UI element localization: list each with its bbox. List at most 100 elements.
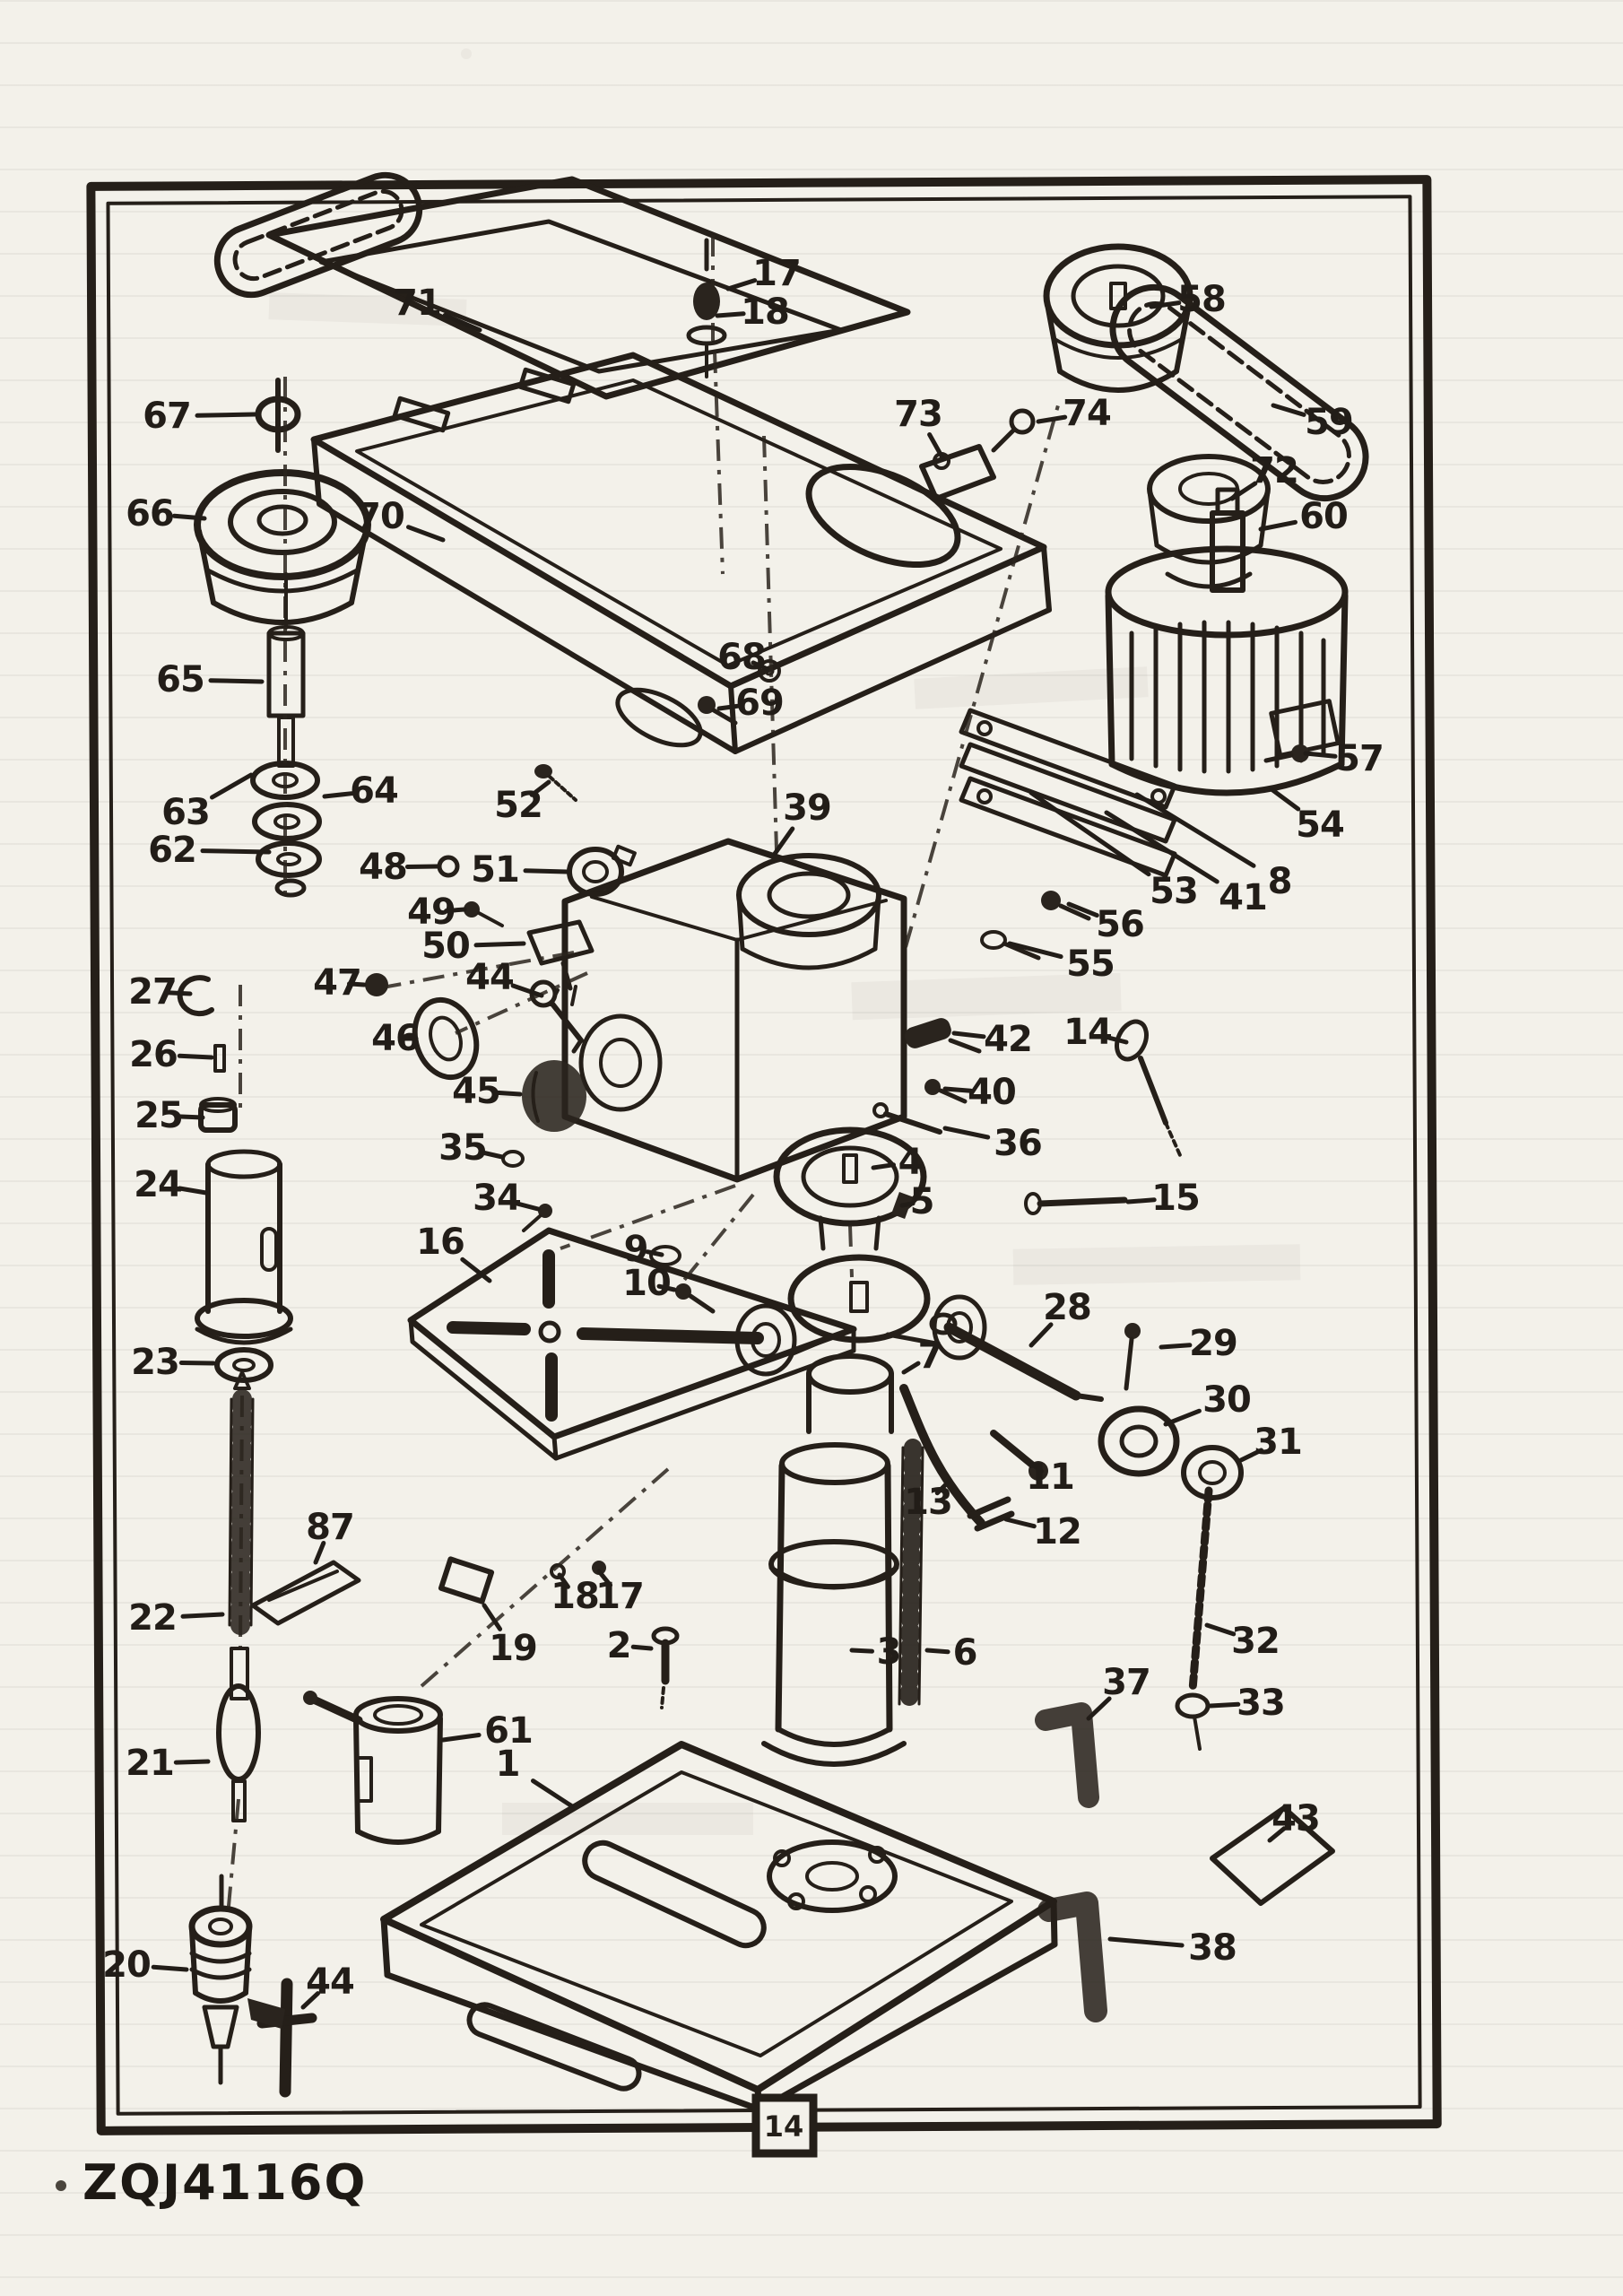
vbelt-right-drawing <box>1109 283 1369 502</box>
part-number-23: 23 <box>131 1342 179 1383</box>
callout-leader-1 <box>531 1779 575 1809</box>
nut-25-drawing <box>198 1097 238 1133</box>
callout-leader-28 <box>1028 1322 1054 1348</box>
part-number-37: 37 <box>1102 1662 1150 1703</box>
part-number-72: 72 <box>1250 450 1298 491</box>
scan-dot <box>56 2180 66 2191</box>
callout-leader-55 <box>1007 941 1063 960</box>
rack-6-drawing <box>898 1439 924 1713</box>
allen-key-38-drawing <box>1037 1892 1107 2022</box>
pinion-hub-7-drawing <box>734 1254 987 1434</box>
callout-leader-34 <box>513 1200 541 1212</box>
screw-49-drawing <box>464 901 504 927</box>
callout-leader-56 <box>1066 901 1099 918</box>
part-number-50: 50 <box>421 926 470 967</box>
part-number-69: 69 <box>735 683 784 724</box>
quill-sleeve-24-drawing <box>195 1149 293 1345</box>
callout-leader-21 <box>173 1759 211 1765</box>
link-28-drawing <box>929 1312 1104 1402</box>
part-number-68: 68 <box>717 637 766 678</box>
part-number-4: 4 <box>898 1142 923 1183</box>
mount-screws-55-56-drawing <box>980 891 1091 961</box>
callout-leader-62 <box>200 848 272 855</box>
callout-leader-13 <box>934 1479 951 1496</box>
gib-plate-19-drawing <box>438 1556 495 1605</box>
pin-42-drawing <box>905 1018 982 1054</box>
callout-leader-37 <box>1086 1696 1112 1721</box>
circlip-27-drawing <box>177 975 214 1017</box>
callout-leader-4 <box>871 1162 896 1170</box>
callout-leader-35 <box>478 1150 505 1160</box>
callout-leader-7 <box>901 1361 921 1375</box>
part-number-42: 42 <box>984 1019 1032 1060</box>
callout-leader-45 <box>493 1090 523 1097</box>
part-number-45: 45 <box>452 1071 500 1112</box>
part-number-20: 20 <box>102 1944 151 1986</box>
screw-52-drawing <box>534 764 577 802</box>
callout-leader-74 <box>1036 414 1068 424</box>
callout-leader-66 <box>171 513 207 521</box>
part-number-31: 31 <box>1254 1422 1302 1463</box>
assembly-axis-lines <box>226 235 1060 1917</box>
callout-leader-42 <box>951 1031 986 1039</box>
chuck-20-drawing <box>188 1874 253 2085</box>
part-number-8: 8 <box>1268 861 1292 902</box>
callout-leader-25 <box>176 1114 205 1120</box>
part-number-19: 19 <box>489 1628 537 1669</box>
part-number-33: 33 <box>1237 1683 1285 1724</box>
callout-leader-49 <box>444 907 467 914</box>
callout-leader-59 <box>1271 403 1306 417</box>
pin-14-drawing <box>1115 1019 1182 1157</box>
part-number-12: 12 <box>1033 1511 1081 1552</box>
part-number-46: 46 <box>371 1018 420 1059</box>
callout-leader-54 <box>1269 787 1301 812</box>
callout-leader-12 <box>1003 1517 1037 1529</box>
callout-leader-72 <box>1229 481 1258 501</box>
callout-leader-40 <box>942 1086 974 1093</box>
callout-leader-6 <box>924 1648 950 1655</box>
part-number-56: 56 <box>1096 904 1144 945</box>
ring-46-drawing <box>412 996 480 1081</box>
part-number-29: 29 <box>1189 1323 1237 1364</box>
part-number-53: 53 <box>1150 871 1198 912</box>
callout-leader-41 <box>1104 810 1219 884</box>
part-number-65: 65 <box>156 659 204 700</box>
part-number-67: 67 <box>143 396 191 437</box>
clamp-collar-61-drawing <box>303 1691 443 1845</box>
part-number-32: 32 <box>1231 1621 1280 1662</box>
callout-leader-65 <box>208 678 265 684</box>
nut-47-drawing <box>365 973 388 996</box>
washer-48-drawing <box>437 855 460 878</box>
part-number-9: 9 <box>624 1229 648 1270</box>
part-number-35: 35 <box>438 1127 487 1169</box>
callout-leader-20 <box>151 1964 189 1972</box>
callout-leader-53 <box>1028 790 1151 877</box>
callout-leader-32 <box>1204 1622 1237 1637</box>
callout-leader-16 <box>460 1257 492 1283</box>
callout-leader-19 <box>482 1603 503 1631</box>
part-number-48: 48 <box>359 847 407 888</box>
hub-30-31-drawing <box>1098 1405 1244 1500</box>
drift-key-87-drawing <box>250 1560 361 1626</box>
part-number-24: 24 <box>134 1164 182 1205</box>
callout-leader-58 <box>1149 300 1182 309</box>
bolt-40-drawing <box>924 1079 968 1104</box>
callout-leader-63 <box>210 772 254 800</box>
part-number-25: 25 <box>135 1095 183 1136</box>
callout-leader-48 <box>404 864 440 869</box>
part-number-17: 17 <box>595 1576 644 1617</box>
callout-leader-44 <box>300 1991 320 2010</box>
spindle-pulley-58-drawing <box>1043 243 1193 393</box>
spring-housing-4-drawing <box>773 1126 927 1251</box>
callout-leader-31 <box>1238 1448 1263 1463</box>
part-number-59: 59 <box>1305 402 1353 443</box>
callout-leader-33 <box>1208 1701 1241 1709</box>
part-number-11: 11 <box>1026 1457 1074 1498</box>
page-number: 14 <box>764 2109 804 2144</box>
callout-leader-51 <box>523 868 569 874</box>
part-number-22: 22 <box>128 1597 177 1639</box>
part-number-30: 30 <box>1202 1379 1251 1421</box>
part-number-57: 57 <box>1335 738 1384 779</box>
feed-handle-13-drawing <box>899 1384 1048 1532</box>
